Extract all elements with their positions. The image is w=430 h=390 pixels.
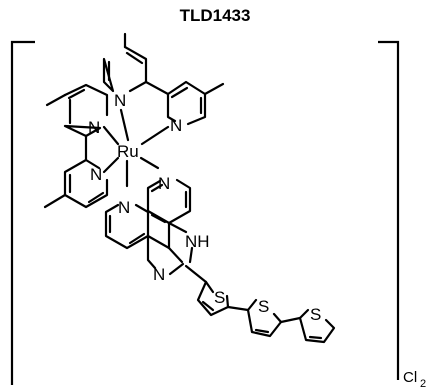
- phenanthroline-unit: [104, 178, 208, 284]
- phen-left-n: N: [118, 198, 130, 217]
- ruthenium-center: Ru: [117, 142, 139, 161]
- imidazole-nh: NH: [185, 232, 210, 251]
- thiophene-3-s: S: [310, 305, 321, 324]
- terthiophene: [196, 280, 336, 344]
- imidazole-n: N: [153, 265, 165, 284]
- top-left-n: N: [114, 91, 126, 110]
- left-lower-n: N: [90, 165, 102, 184]
- ru-coordination-bonds: [102, 108, 170, 188]
- left-bipyridine: [43, 83, 109, 209]
- left-upper-n: N: [88, 118, 100, 137]
- thiophene-1-s: S: [214, 288, 225, 307]
- top-bipyridine: [102, 32, 225, 126]
- right-bracket: [378, 40, 400, 380]
- compound-title: TLD1433: [179, 6, 251, 25]
- top-right-n: N: [170, 116, 182, 135]
- left-bracket: [10, 40, 35, 385]
- counterion-cl: Cl: [403, 369, 417, 386]
- phen-right-n: N: [158, 174, 170, 193]
- thiophene-2-s: S: [258, 297, 269, 316]
- counterion-subscript: 2: [420, 378, 426, 390]
